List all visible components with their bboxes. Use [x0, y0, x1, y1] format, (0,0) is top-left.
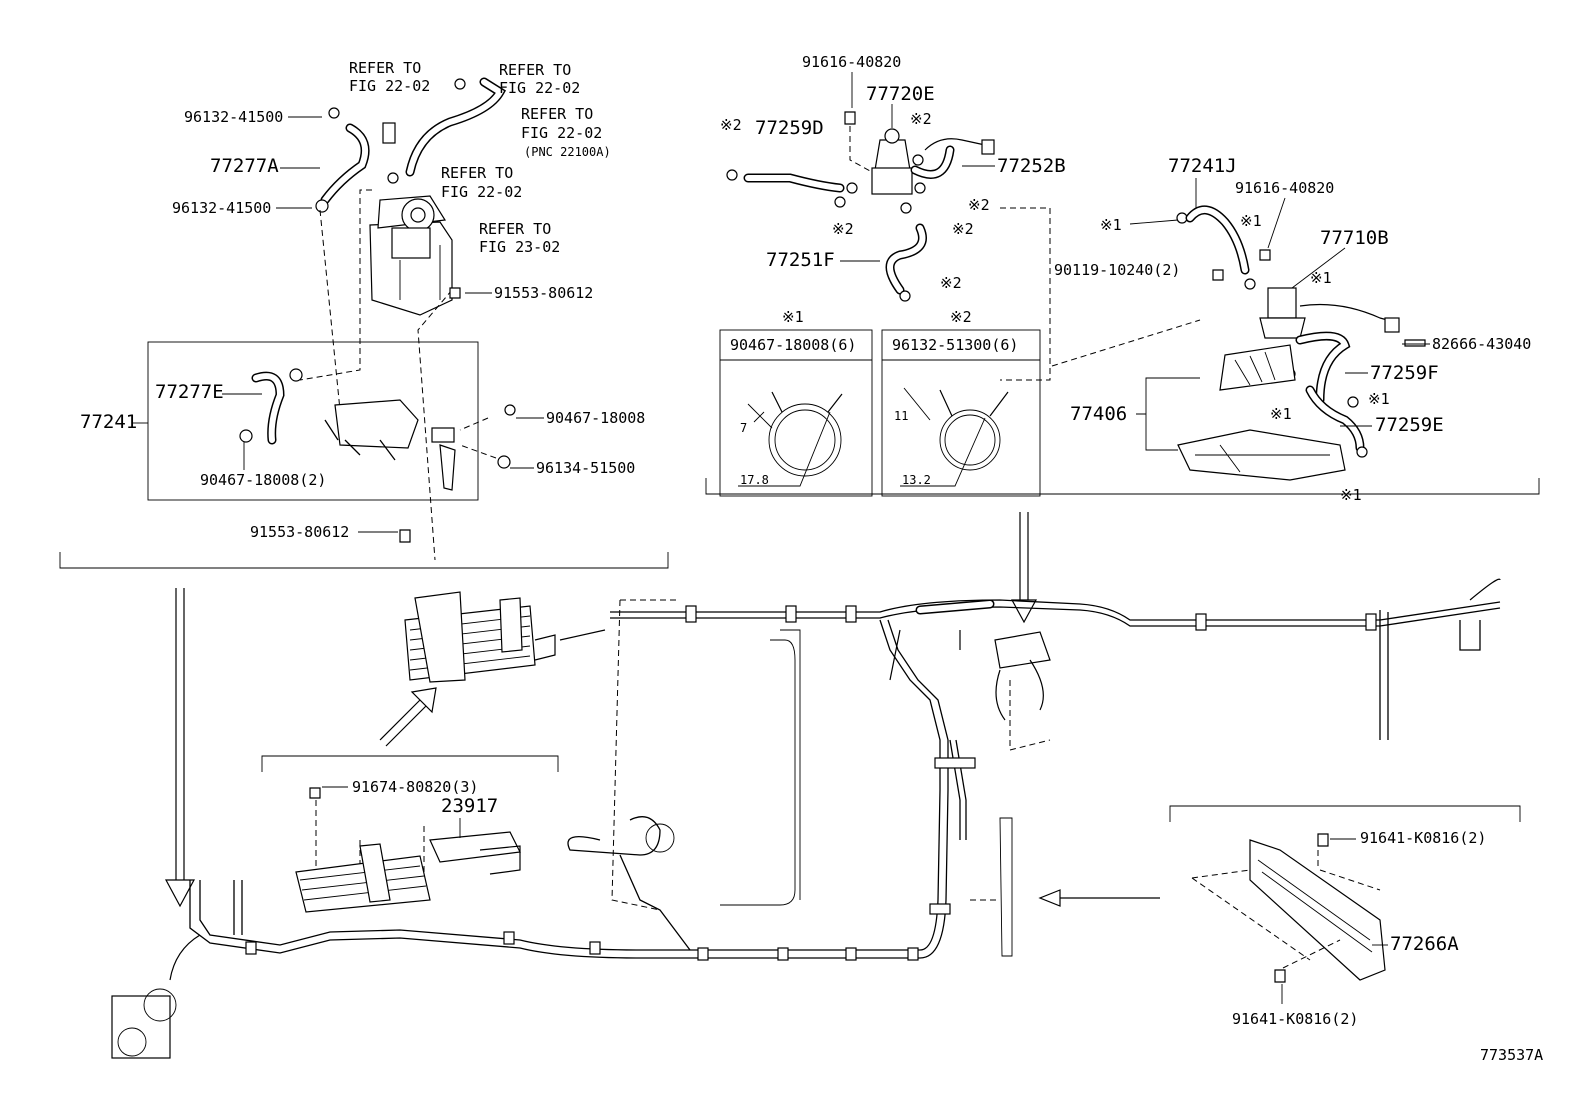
refer-b-line1: REFER TO: [499, 61, 571, 79]
refer-d-line2: FIG 22-02: [441, 183, 522, 201]
part-77259D: 77259D: [755, 117, 824, 139]
diagram-id: 773537A: [1480, 1046, 1543, 1064]
clamp-detail-2: [881, 329, 1041, 497]
refer-c-line1: REFER TO: [521, 105, 593, 123]
part-91616-40820-b: 91616-40820: [1235, 179, 1334, 197]
part-90119-10240-2: 90119-10240(2): [1054, 261, 1180, 279]
part-91553-80612-a: 91553-80612: [494, 284, 593, 302]
refer-d-line1: REFER TO: [441, 164, 513, 182]
mark-x1-b: ※1: [1240, 212, 1262, 230]
mark-x2-f: ※2: [940, 274, 962, 292]
labels-bottom-left: 91674-80820(3) 23917: [322, 778, 498, 838]
group-protector: [1169, 805, 1521, 983]
part-82666-43040: 82666-43040: [1432, 335, 1531, 353]
part-77251F: 77251F: [766, 249, 835, 271]
mark-x1-f: ※1: [1340, 486, 1362, 504]
part-91641-K0816-2-a: 91641-K0816(2): [1360, 829, 1486, 847]
mark-x1-c: ※1: [1310, 269, 1332, 287]
pipe-clips: [245, 605, 1377, 961]
mark-x2-e: ※2: [832, 220, 854, 238]
clamp1-dim-b: 17.8: [740, 473, 769, 487]
mark-x2-d: ※2: [952, 220, 974, 238]
part-77259F: 77259F: [1370, 362, 1439, 384]
part-96134-51500: 96134-51500: [536, 459, 635, 477]
clamp-detail-1: [719, 329, 873, 497]
part-77277A: 77277A: [210, 155, 279, 177]
part-91674-80820-3: 91674-80820(3): [352, 778, 478, 796]
charcoal-canister: [369, 195, 453, 316]
part-77406: 77406: [1070, 403, 1127, 425]
clamp1-dim-a: 7: [740, 421, 747, 435]
clamp2-dim-b: 13.2: [902, 473, 931, 487]
fuel-line-routing: [111, 578, 1501, 1059]
refer-e-line2: FIG 23-02: [479, 238, 560, 256]
clamp1-title: 90467-18008(6): [730, 336, 856, 354]
part-90467-18008-2: 90467-18008(2): [200, 471, 326, 489]
part-91616-40820-a: 91616-40820: [802, 53, 901, 71]
part-77720E: 77720E: [866, 83, 935, 105]
clamp2-dim-a: 11: [894, 409, 908, 423]
mark-x1-d: ※1: [1368, 390, 1390, 408]
part-77259E: 77259E: [1375, 414, 1444, 436]
part-91553-80612-b: 91553-80612: [250, 523, 349, 541]
group-fuel-cooler: [261, 755, 559, 913]
part-23917: 23917: [441, 795, 498, 817]
refer-c-line2: FIG 22-02: [521, 124, 602, 142]
part-77241: 77241: [80, 411, 137, 433]
part-96132-41500-b: 96132-41500: [172, 199, 271, 217]
mark-x2-a: ※2: [720, 116, 742, 134]
mark-x2-head: ※2: [950, 308, 972, 326]
part-91641-K0816-2-b: 91641-K0816(2): [1232, 1010, 1358, 1028]
labels-top-right: 91616-40820 77720E ※2 77259D ※2 77252B ※…: [720, 53, 1531, 504]
refer-e-line1: REFER TO: [479, 220, 551, 238]
part-96132-41500-a: 96132-41500: [184, 108, 283, 126]
refer-a-line2: FIG 22-02: [349, 77, 430, 95]
part-90467-18008: 90467-18008: [546, 409, 645, 427]
part-77252B: 77252B: [997, 155, 1066, 177]
mark-x1-a: ※1: [1100, 216, 1122, 234]
part-77710B: 77710B: [1320, 227, 1389, 249]
group-canister-assembly: [59, 77, 669, 908]
refer-c-line3: (PNC 22100A): [524, 145, 611, 159]
labels-top-left: REFER TO FIG 22-02 REFER TO FIG 22-02 RE…: [80, 59, 645, 541]
group-vsv-assembly: [705, 111, 1540, 624]
labels-bottom-right: 91641-K0816(2) 77266A 91641-K0816(2): [1232, 829, 1486, 1028]
refer-b-line2: FIG 22-02: [499, 79, 580, 97]
part-77266A: 77266A: [1390, 933, 1459, 955]
part-77277E: 77277E: [155, 381, 224, 403]
mark-x2-c: ※2: [968, 196, 990, 214]
clamp2-title: 96132-51300(6): [892, 336, 1018, 354]
part-77241J: 77241J: [1168, 155, 1237, 177]
refer-a-line1: REFER TO: [349, 59, 421, 77]
mark-x1-e: ※1: [1270, 405, 1292, 423]
mark-x1-head: ※1: [782, 308, 804, 326]
mark-x2-b: ※2: [910, 110, 932, 128]
